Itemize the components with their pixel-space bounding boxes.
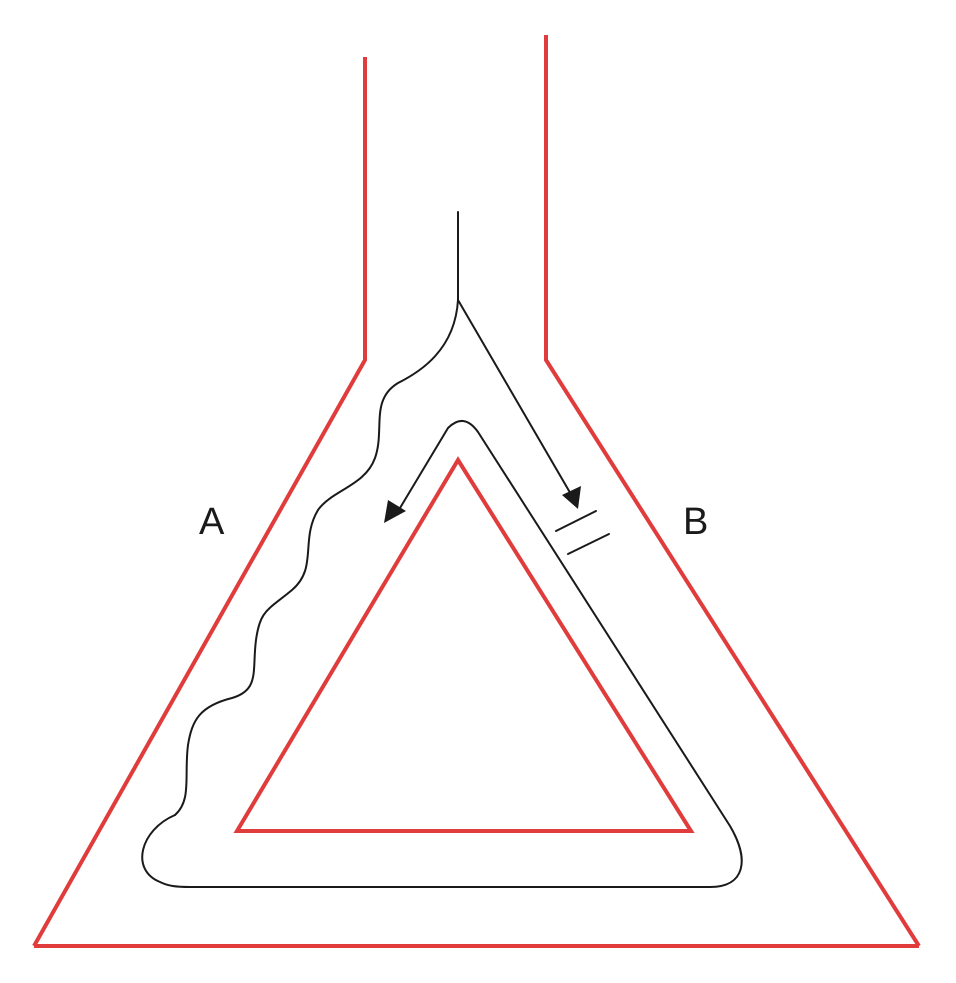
circuit-loop (141, 420, 743, 888)
outer-vessel-wall (32, 35, 921, 948)
pathway-a-wavy (174, 299, 459, 816)
outer-wall-left (32, 57, 367, 947)
pathway-b-straight (457, 299, 573, 497)
label-a: A (199, 501, 225, 543)
inner-core-triangle (233, 456, 695, 833)
conduction-pathway (141, 211, 743, 888)
outer-wall-right (544, 35, 921, 948)
block-mark-upper (555, 510, 597, 532)
arrowhead-retrograde (384, 500, 406, 523)
arrowhead-antegrade (562, 486, 581, 509)
block-mark-lower (567, 533, 610, 555)
label-b: B (683, 501, 708, 543)
